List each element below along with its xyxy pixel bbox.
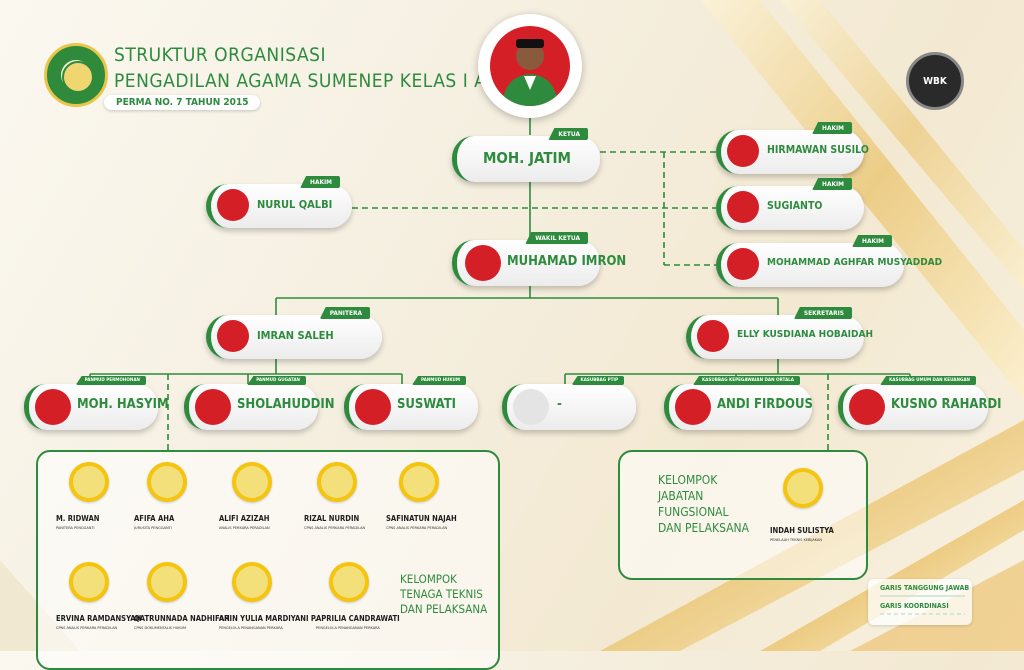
avatar (727, 135, 759, 167)
group-label-line: JABATAN (658, 489, 704, 503)
kasubbag-role-tag: KASUBBAG PTIP (571, 376, 624, 385)
sekretaris-name: ELLY KUSDIANA HOBAIDAH (737, 329, 873, 340)
member-name: RIZAL NURDIN (304, 514, 360, 523)
hakim-role-tag: HAKIM (852, 235, 892, 247)
teknis-group-box: M. RIDWAN PANITERA PENGGANTI AFIFA AHA J… (36, 450, 500, 670)
member-name: AFIFA AHA (134, 514, 175, 523)
member-name: ERVINA RAMDANSYAH (56, 614, 142, 623)
panitera-card[interactable]: PANITERA IMRAN SALEH (206, 307, 382, 359)
kasubbag-card-2[interactable]: KASUBBAG KEPEGAWAIAN DAN ORTALA ANDI FIR… (664, 376, 813, 430)
member-role: CPNS ANALIS PERKARA PERADILAN (304, 525, 366, 530)
hakim-name: NURUL QALBI (257, 198, 333, 211)
legend: GARIS TANGGUNG JAWAB GARIS KOORDINASI (868, 579, 972, 625)
avatar (727, 191, 759, 223)
member-name: APRILIA CANDRAWATI (316, 614, 400, 623)
avatar (217, 189, 249, 221)
member-name: ALIFI AZIZAH (219, 514, 270, 523)
group-label-line: DAN PELAKSANA (400, 602, 488, 616)
group-label-line: TENAGA TEKNIS (400, 587, 483, 601)
wakil-name: MUHAMAD IMRON (507, 254, 627, 269)
kasubbag-name: KUSNO RAHARDI (891, 397, 1002, 412)
avatar (697, 320, 729, 352)
ketua-name: MOH. JATIM (483, 149, 571, 167)
wbk-seal-text: WBK (923, 75, 947, 87)
ketua-card[interactable]: KETUA MOH. JATIM (452, 128, 600, 182)
avatar (217, 320, 249, 352)
avatar (35, 389, 71, 425)
panmud-card-2[interactable]: PANMUD GUGATAN SHOLAHUDDIN (184, 376, 335, 430)
hakim-name: HIRMAWAN SUSILO (767, 144, 869, 156)
hakim-card-1[interactable]: HAKIM NURUL QALBI (206, 176, 352, 228)
member-role: PENGELOLA PENANGANAN PERKARA (316, 625, 380, 630)
member-role: ANALIS PERKARA PERADILAN (219, 525, 270, 530)
kasubbag-card-1[interactable]: KASUBBAG PTIP - (502, 376, 636, 430)
member-role: CPNS ANALIS PERKARA PERADILAN (386, 525, 448, 530)
sekretaris-card[interactable]: SEKRETARIS ELLY KUSDIANA HOBAIDAH (686, 307, 873, 359)
hakim-card-3[interactable]: HAKIM SUGIANTO (716, 178, 864, 230)
hakim-card-4[interactable]: HAKIM MOHAMMAD AGHFAR MUSYADDAD (716, 235, 942, 287)
sekretaris-role-tag: SEKRETARIS (793, 307, 852, 319)
wakil-ketua-card[interactable]: WAKIL KETUA MUHAMAD IMRON (452, 232, 626, 286)
member-name: QATRUNNADA NADHIFAH (134, 614, 230, 623)
group-label-line: KELOMPOK (658, 473, 718, 487)
fungsional-group-box: KELOMPOK JABATAN FUNGSIONAL DAN PELAKSAN… (618, 450, 868, 580)
member-role: PENELAAH TEKNIS KEBIJAKAN (770, 537, 822, 542)
wakil-role-tag: WAKIL KETUA (525, 232, 588, 244)
member-role: CPNS ANALIS PERKARA PERADILAN (56, 625, 118, 630)
avatar (355, 389, 391, 425)
member-name: M. RIDWAN (56, 514, 100, 523)
hakim-card-2[interactable]: HAKIM HIRMAWAN SUSILO (716, 122, 869, 174)
hakim-name: SUGIANTO (767, 200, 823, 212)
page-title-line1: STRUKTUR ORGANISASI (114, 44, 327, 66)
kasubbag-role-tag: KASUBBAG KEPEGAWAIAN DAN ORTALA (692, 376, 800, 385)
member-role: JURUSITA PENGGANTI (134, 525, 172, 530)
panitera-name: IMRAN SALEH (257, 329, 334, 342)
panmud-name: MOH. HASYIM (77, 397, 169, 412)
panmud-name: SHOLAHUDDIN (237, 397, 335, 412)
court-logo (44, 43, 108, 107)
kasubbag-name: ANDI FIRDOUS (717, 397, 813, 412)
wbk-seal-logo: WBK (906, 52, 964, 110)
avatar (465, 245, 501, 281)
regulation-badge: PERMA NO. 7 TAHUN 2015 (104, 95, 261, 110)
member-role: PENGELOLA PENANGANAN PERKARA (219, 625, 283, 630)
hakim-role-tag: HAKIM (812, 122, 852, 134)
hakim-name: MOHAMMAD AGHFAR MUSYADDAD (767, 257, 943, 268)
person-icon (502, 39, 558, 106)
member-name: ARIN YULIA MARDIYANI P. (219, 614, 318, 623)
legend-dashed-label: GARIS KOORDINASI (880, 602, 949, 610)
page-title-line2: PENGADILAN AGAMA SUMENEP KELAS I A (114, 70, 487, 92)
member-role: CPNS DOKUMENTALIS HUKUM (134, 625, 187, 630)
group-label-line: DAN PELAKSANA (658, 521, 749, 535)
kasubbag-name: - (557, 397, 562, 412)
member-name: INDAH SULISTYA (770, 526, 834, 535)
panmud-role-tag: PANMUD PERMOHONAN (75, 376, 146, 385)
fungsional-group-label: KELOMPOK JABATAN FUNGSIONAL DAN PELAKSAN… (658, 472, 749, 536)
panmud-card-3[interactable]: PANMUD HUKUM SUSWATI (344, 376, 478, 430)
panmud-name: SUSWATI (397, 397, 457, 412)
avatar (675, 389, 711, 425)
panmud-role-tag: PANMUD GUGATAN (247, 376, 306, 385)
legend-solid-label: GARIS TANGGUNG JAWAB (880, 584, 970, 592)
hakim-role-tag: HAKIM (812, 178, 852, 190)
avatar (849, 389, 885, 425)
avatar (195, 389, 231, 425)
avatar (727, 248, 759, 280)
ketua-portrait (478, 14, 582, 118)
teknis-group-label: KELOMPOK TENAGA TEKNIS DAN PELAKSANA (400, 572, 487, 617)
avatar (513, 389, 549, 425)
panmud-card-1[interactable]: PANMUD PERMOHONAN MOH. HASYIM (24, 376, 169, 430)
panmud-role-tag: PANMUD HUKUM (411, 376, 466, 385)
member-role: PANITERA PENGGANTI (56, 525, 95, 530)
kasubbag-card-3[interactable]: KASUBBAG UMUM DAN KEUANGAN KUSNO RAHARDI (838, 376, 1002, 430)
hakim-role-tag: HAKIM (300, 176, 340, 188)
ketua-role-tag: KETUA (548, 128, 588, 140)
group-label-line: FUNGSIONAL (658, 505, 729, 519)
kasubbag-role-tag: KASUBBAG UMUM DAN KEUANGAN (880, 376, 976, 385)
group-label-line: KELOMPOK (400, 572, 457, 586)
member-name: SAFINATUN NAJAH (386, 514, 457, 523)
panitera-role-tag: PANITERA (319, 307, 370, 319)
